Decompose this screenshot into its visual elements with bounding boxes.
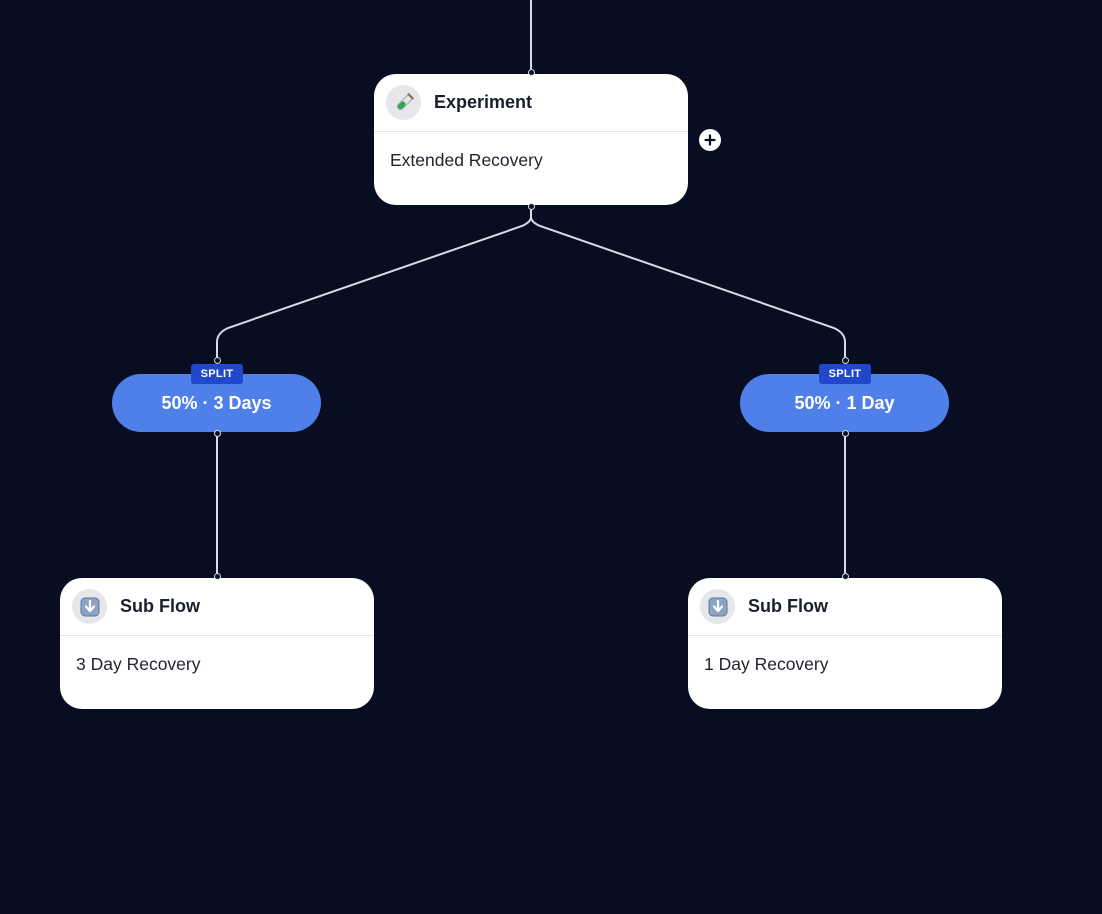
experiment-node-header: Experiment — [374, 74, 688, 132]
port-split-right-out[interactable] — [842, 430, 849, 437]
split-tag-left: SPLIT — [191, 364, 243, 384]
test-tube-icon — [386, 85, 421, 120]
port-experiment-out[interactable] — [528, 203, 535, 210]
down-arrow-icon — [72, 589, 107, 624]
split-label: 50% · 1 Day — [794, 392, 895, 413]
subflow-node-name: 3 Day Recovery — [76, 654, 201, 674]
split-node-left[interactable]: 50% · 3 Days — [112, 374, 321, 432]
subflow-node-right[interactable]: Sub Flow 1 Day Recovery — [688, 578, 1002, 709]
experiment-node-type-label: Experiment — [434, 92, 533, 112]
split-node-right[interactable]: 50% · 1 Day — [740, 374, 949, 432]
split-tag-right: SPLIT — [819, 364, 871, 384]
port-subflow-right-in[interactable] — [842, 573, 849, 580]
port-subflow-left-in[interactable] — [214, 573, 221, 580]
port-split-right-in[interactable] — [842, 357, 849, 364]
experiment-node-name: Extended Recovery — [390, 150, 543, 170]
add-node-button[interactable] — [699, 129, 721, 151]
edge-experiment-to-split-left — [216, 207, 532, 360]
port-split-left-out[interactable] — [214, 430, 221, 437]
subflow-node-header: Sub Flow — [60, 578, 374, 636]
subflow-node-type-label: Sub Flow — [120, 596, 200, 616]
subflow-node-type-label: Sub Flow — [748, 596, 828, 616]
edge-experiment-to-split-right — [530, 207, 846, 360]
split-label: 50% · 3 Days — [161, 392, 272, 413]
plus-icon — [704, 134, 716, 146]
port-split-left-in[interactable] — [214, 357, 221, 364]
subflow-node-header: Sub Flow — [688, 578, 1002, 636]
down-arrow-icon — [700, 589, 735, 624]
subflow-node-left[interactable]: Sub Flow 3 Day Recovery — [60, 578, 374, 709]
experiment-node[interactable]: Experiment Extended Recovery — [374, 74, 688, 205]
subflow-node-name: 1 Day Recovery — [704, 654, 829, 674]
port-experiment-in[interactable] — [528, 69, 535, 76]
